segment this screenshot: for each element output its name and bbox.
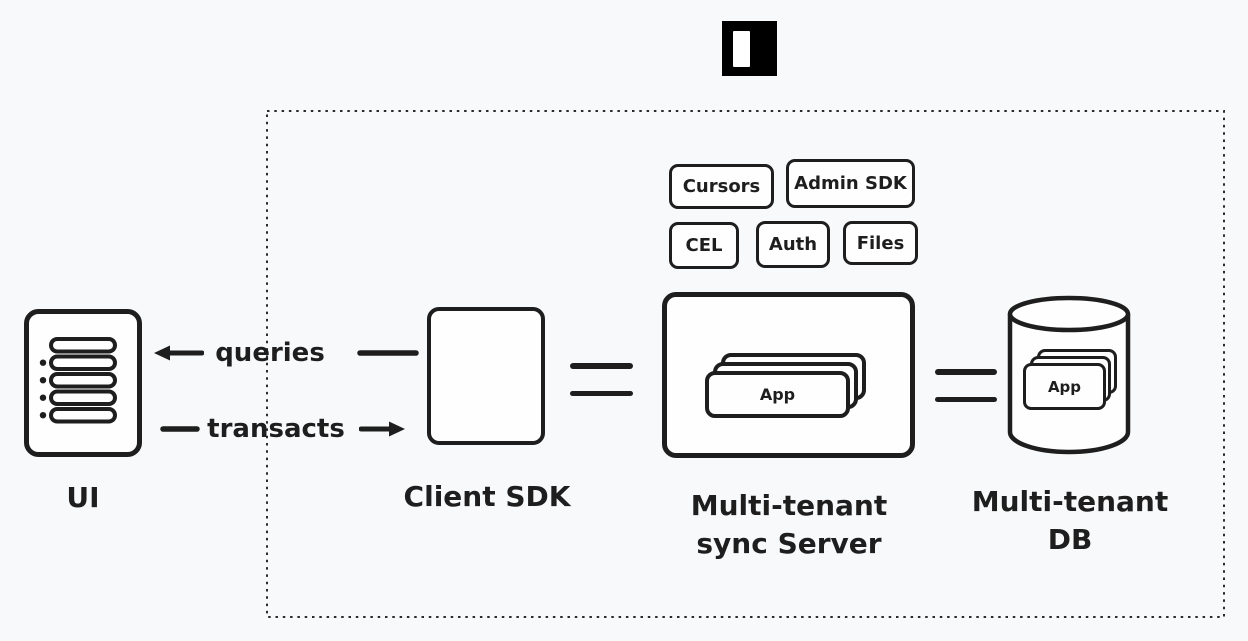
- transacts-line-segment: [160, 426, 200, 432]
- sync-server-label: Multi-tenant sync Server: [691, 487, 888, 563]
- sync-link-client-server: [570, 363, 633, 397]
- sync-link-bar: [935, 369, 997, 375]
- badge-cursors: Cursors: [669, 164, 774, 209]
- queries-edge-label: queries: [215, 338, 325, 368]
- sync-link-bar: [570, 363, 633, 369]
- transacts-edge-label: transacts: [207, 414, 345, 444]
- sync-link-bar: [935, 396, 997, 402]
- sync-link-bar: [570, 390, 633, 396]
- node-client-sdk: [427, 307, 545, 445]
- instant-logo-bar: [733, 31, 750, 67]
- sync-server-label-line2: sync Server: [696, 527, 882, 560]
- db-label-line2: DB: [1047, 523, 1093, 556]
- instant-logo-icon: [722, 21, 777, 76]
- badge-admin-sdk: Admin SDK: [786, 159, 915, 208]
- node-multi-tenant-db: App: [1006, 294, 1132, 456]
- db-label-line1: Multi-tenant: [971, 485, 1169, 518]
- app-card-front: App: [705, 371, 850, 418]
- badge-auth: Auth: [756, 221, 830, 268]
- node-sync-server: App: [662, 292, 915, 458]
- transacts-arrow-right-icon: [359, 421, 405, 437]
- badge-files: Files: [843, 221, 918, 265]
- app-card-front: App: [1023, 363, 1106, 410]
- ui-label: UI: [66, 481, 100, 514]
- sync-server-label-line1: Multi-tenant: [690, 489, 888, 522]
- queries-arrow-left-icon: [154, 345, 204, 361]
- ui-list-icon: [24, 309, 142, 457]
- sync-link-server-db: [935, 369, 997, 403]
- database-cylinder-icon: [1007, 295, 1131, 455]
- client-sdk-label: Client SDK: [403, 480, 571, 513]
- badge-cel: CEL: [669, 222, 739, 269]
- queries-line-segment: [357, 350, 419, 356]
- db-label: Multi-tenant DB: [972, 483, 1169, 559]
